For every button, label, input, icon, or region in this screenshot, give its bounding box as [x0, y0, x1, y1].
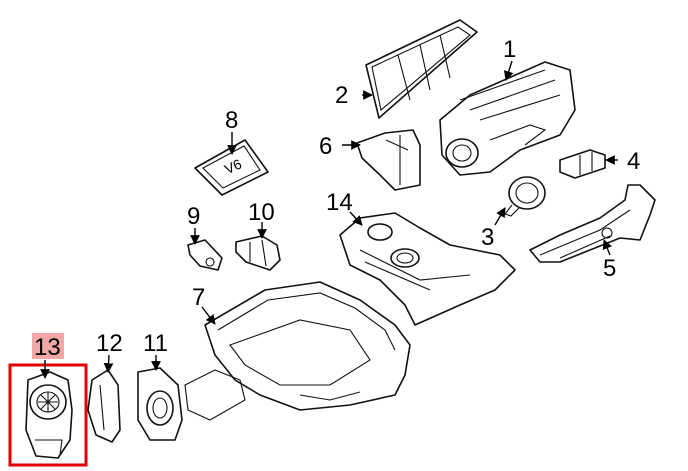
callout-4[interactable]: 4: [627, 148, 640, 175]
part-14-manifold-cover[interactable]: [339, 212, 516, 326]
callout-2[interactable]: 2: [335, 82, 348, 109]
callout-10[interactable]: 10: [248, 199, 275, 226]
highlight-box: [8, 363, 88, 467]
callout-3[interactable]: 3: [481, 224, 494, 251]
part-3-clamp[interactable]: [504, 176, 546, 217]
engine-cover-mark: V6: [222, 155, 244, 177]
callout-7[interactable]: 7: [192, 284, 205, 311]
part-12-flange[interactable]: [87, 369, 121, 443]
callout-labels: 1 2 3 4 5 6 7 8 9 10 11 12 13 14: [34, 36, 640, 361]
part-7-intake-manifold[interactable]: [184, 281, 411, 421]
callout-12[interactable]: 12: [96, 330, 123, 357]
callout-9[interactable]: 9: [187, 203, 200, 230]
callout-11[interactable]: 11: [143, 330, 168, 357]
callout-13-highlight: [32, 333, 64, 359]
part-10-valve[interactable]: [235, 235, 281, 271]
part-9-sensor[interactable]: [187, 239, 223, 271]
part-1-air-filter-housing[interactable]: [439, 61, 576, 176]
callout-13[interactable]: 13: [34, 334, 61, 361]
part-13-highlighted[interactable]: [8, 363, 88, 467]
callout-5[interactable]: 5: [603, 255, 616, 282]
part-11-throttle-body[interactable]: [137, 367, 183, 441]
part-6-intake-duct[interactable]: [356, 129, 421, 191]
callout-6[interactable]: 6: [319, 133, 332, 160]
callout-8[interactable]: 8: [225, 107, 238, 134]
part-5-bracket[interactable]: [529, 184, 656, 263]
callout-14[interactable]: 14: [326, 189, 353, 216]
callout-leaders: [40, 60, 618, 379]
part-2-air-filter[interactable]: [365, 19, 478, 119]
part-4-sensor[interactable]: [559, 149, 606, 179]
callout-1[interactable]: 1: [503, 36, 516, 63]
